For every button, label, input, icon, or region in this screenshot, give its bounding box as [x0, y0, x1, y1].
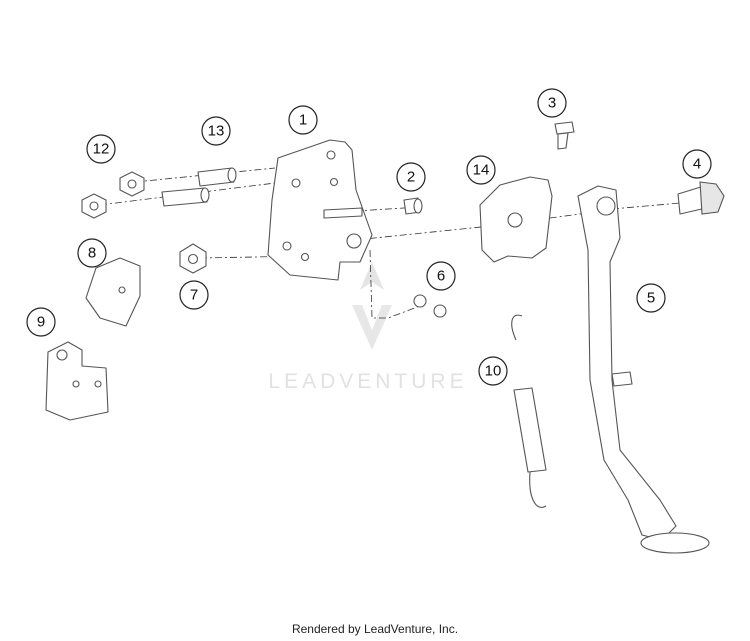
callout-12-label: 12	[93, 141, 110, 158]
callout-6[interactable]: 6	[426, 261, 456, 291]
callout-13[interactable]: 13	[201, 116, 231, 146]
callout-5[interactable]: 5	[636, 283, 666, 313]
callout-3-label: 3	[548, 95, 556, 112]
callout-7[interactable]: 7	[179, 280, 209, 310]
callout-9-label: 9	[37, 314, 45, 331]
callout-4[interactable]: 4	[682, 149, 712, 179]
part-1-bracket-plate	[267, 139, 373, 281]
callout-10[interactable]: 10	[478, 356, 508, 386]
callout-7-label: 7	[190, 287, 198, 304]
callout-14-label: 14	[473, 162, 490, 179]
part-2-stud	[323, 197, 423, 219]
footer-credit: Rendered by LeadVenture, Inc.	[291, 622, 459, 636]
callout-8[interactable]: 8	[77, 238, 107, 268]
callout-12[interactable]: 12	[86, 134, 116, 164]
part-14-mount-bracket	[479, 176, 553, 263]
callout-8-label: 8	[88, 245, 96, 262]
watermark-v-icon	[352, 305, 392, 350]
callout-5-label: 5	[647, 290, 655, 307]
callout-9[interactable]: 9	[26, 307, 56, 337]
callout-1[interactable]: 1	[288, 105, 318, 135]
part-3-bolt	[554, 121, 575, 150]
callout-2-label: 2	[407, 169, 415, 186]
part-9-sensor-bracket	[45, 341, 109, 421]
part-4-pivot-bolt	[677, 181, 725, 215]
callout-1-label: 1	[299, 112, 307, 129]
part-6-screws	[413, 294, 447, 318]
part-7-nut	[179, 243, 207, 274]
callout-3[interactable]: 3	[537, 88, 567, 118]
callout-14[interactable]: 14	[466, 155, 496, 185]
watermark-flame-icon	[360, 262, 384, 290]
callout-4-label: 4	[693, 156, 701, 173]
part-10-spring	[511, 314, 547, 508]
part-5-side-stand	[577, 185, 710, 554]
callout-6-label: 6	[437, 268, 445, 285]
callout-2[interactable]: 2	[396, 162, 426, 192]
callout-13-label: 13	[208, 123, 225, 140]
part-12-nuts	[81, 171, 145, 219]
watermark-text: LEADVENTURE	[268, 370, 467, 393]
callout-10-label: 10	[485, 363, 502, 380]
part-8-clamp	[85, 257, 141, 327]
watermark: LEADVENTURE	[268, 262, 467, 393]
part-13-spacers	[161, 167, 237, 207]
